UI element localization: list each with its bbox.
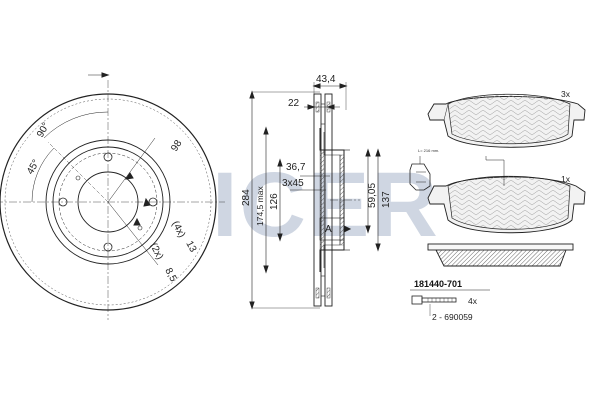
holes-b-size-label: 8,5 <box>162 266 178 284</box>
pad-middle-qty: 1x <box>561 174 571 184</box>
chamfer-label: 3x45 <box>282 178 304 189</box>
kit-part-number: 181440-701 <box>414 279 462 289</box>
section-a-label: A <box>325 224 332 235</box>
disc-front-view <box>0 72 225 320</box>
holes-a-size-label: 13 <box>183 239 198 254</box>
hub-height-label: 59,05 <box>367 183 378 208</box>
bolt-qty: 4x <box>468 296 478 306</box>
max-thickness-label: 174,5 max <box>255 186 265 226</box>
sensor-length-label: L= 216 mm. <box>418 148 439 153</box>
flange-label: 22 <box>288 98 300 109</box>
hub-diameter-label: 126 <box>269 193 280 210</box>
disc-profile-view <box>249 82 381 310</box>
bolt-ref: 2 - 690059 <box>432 312 473 322</box>
bolt-icon <box>411 295 457 316</box>
pin-hole-b <box>137 225 143 231</box>
outer-diameter-label: 284 <box>241 189 252 206</box>
pad-top-qty: 3x <box>561 89 571 99</box>
brake-pad-middle <box>427 156 586 234</box>
brake-pad-side <box>427 243 574 267</box>
center-diameter-label: 137 <box>381 191 392 208</box>
angle-90-label: 90° <box>35 121 52 140</box>
holes-b-qty-label: (2x) <box>147 241 165 261</box>
holes-a-qty-label: (4x) <box>169 219 187 239</box>
pin-hole-a <box>75 175 81 181</box>
depth-label: 36,7 <box>286 162 306 173</box>
angle-45-label: 45° <box>25 158 42 177</box>
bolt-circle-label: 98 <box>169 138 184 154</box>
wear-sensor <box>409 156 431 191</box>
total-width-label: 43,4 <box>316 74 336 85</box>
brake-pad-top <box>427 93 586 148</box>
